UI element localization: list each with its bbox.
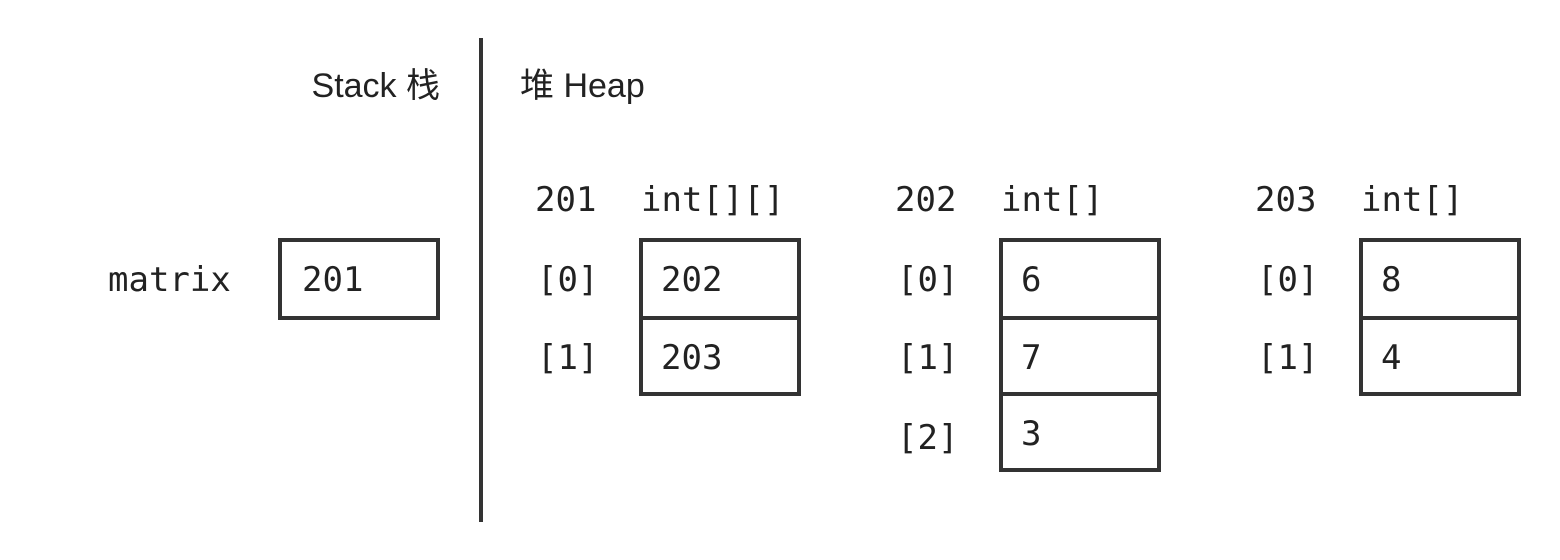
array-address: 202 [895, 180, 957, 220]
array-cell-value: 6 [1021, 260, 1042, 300]
array-index: [2] [897, 418, 959, 458]
stack-variable-value: 201 [302, 260, 364, 300]
array-type: int[][] [641, 180, 785, 220]
array-index: [0] [897, 260, 959, 300]
array-cell: 202 [639, 238, 801, 320]
array-address: 203 [1255, 180, 1317, 220]
heap-title: 堆 Heap [520, 67, 645, 105]
array-index: [1] [1257, 338, 1319, 378]
array-index: [0] [1257, 260, 1319, 300]
array-cell-value: 7 [1021, 338, 1042, 378]
stack-heap-divider [479, 38, 483, 522]
array-index: [1] [897, 338, 959, 378]
array-cell-value: 3 [1021, 414, 1042, 454]
array-index: [0] [537, 260, 599, 300]
array-cell-value: 203 [661, 338, 723, 378]
array-cell: 4 [1359, 316, 1521, 396]
array-address: 201 [535, 180, 597, 220]
array-cells: 8 4 [1359, 238, 1521, 396]
array-cells: 202 203 [639, 238, 801, 396]
stack-title: Stack 栈 [311, 67, 440, 105]
array-cell: 3 [999, 392, 1161, 472]
array-type: int[] [1001, 180, 1104, 220]
stack-variable-box: 201 [278, 238, 440, 320]
array-cell: 203 [639, 316, 801, 396]
stack-variable-name: matrix [108, 260, 231, 300]
array-cell: 7 [999, 316, 1161, 396]
array-cell-value: 8 [1381, 260, 1402, 300]
array-cell: 8 [1359, 238, 1521, 320]
array-cell-value: 202 [661, 260, 723, 300]
array-cell: 6 [999, 238, 1161, 320]
array-type: int[] [1361, 180, 1464, 220]
array-cells: 6 7 3 [999, 238, 1161, 472]
array-cell-value: 4 [1381, 338, 1402, 378]
array-index: [1] [537, 338, 599, 378]
